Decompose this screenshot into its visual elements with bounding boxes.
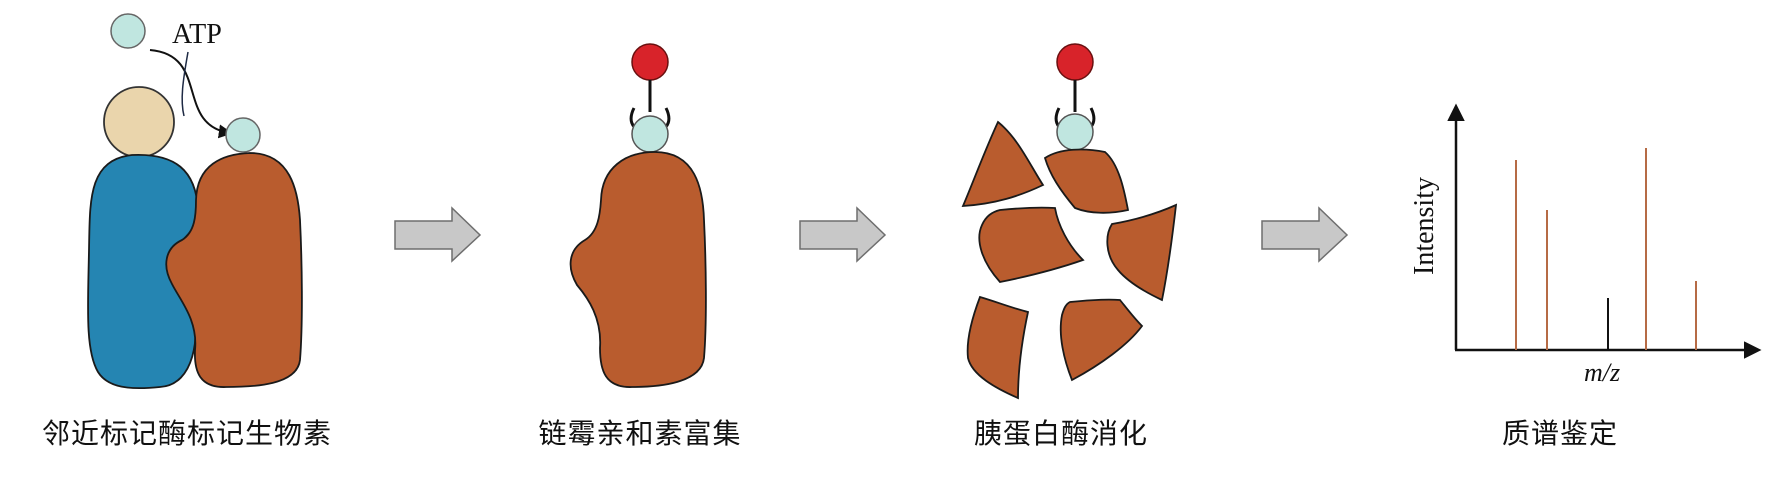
panel-proximity-labeling: ATP <box>87 13 303 390</box>
spectrum-peaks <box>1515 148 1697 350</box>
biotin-ball <box>631 43 669 81</box>
biotin-ball-3 <box>1056 43 1094 81</box>
peptide-fragment <box>1106 203 1178 302</box>
peptide-fragment <box>961 120 1045 207</box>
step-label-trypsin-digestion: 胰蛋白酶消化 <box>973 417 1149 450</box>
x-axis-label: m/z <box>1584 358 1620 387</box>
panel-mass-spectrum: Intensity m/z <box>1409 103 1762 387</box>
peptide-fragment <box>978 206 1085 283</box>
atp-curved-arrow <box>149 49 233 139</box>
step-label-proximity-labeling: 邻近标记酶标记生物素 <box>41 417 333 450</box>
atp-bound-ball-3 <box>1056 113 1094 151</box>
y-axis-label: Intensity <box>1409 177 1440 275</box>
atp-bound-ball <box>225 117 261 153</box>
step-label-streptavidin-enrichment: 链霉亲和素富集 <box>538 417 742 450</box>
atp-label: ATP <box>172 19 222 50</box>
step-arrow-2 <box>799 206 887 263</box>
peptide-fragment <box>1043 148 1130 214</box>
atp-bound-ball-2 <box>631 115 669 153</box>
panel-trypsin-digestion <box>961 43 1178 400</box>
atp-free-ball <box>110 13 146 49</box>
step-arrow-3 <box>1261 206 1349 263</box>
substrate-protein-orange <box>165 152 303 388</box>
peptide-fragment <box>966 295 1030 400</box>
step-arrow-1 <box>394 206 482 263</box>
panel-streptavidin-enrichment <box>569 43 707 388</box>
peptide-fragment <box>1059 298 1144 382</box>
enzyme-head <box>103 86 175 158</box>
atp-leader-line <box>181 51 189 117</box>
enriched-protein <box>569 151 707 388</box>
step-label-mass-spec: 质谱鉴定 <box>1501 417 1619 450</box>
